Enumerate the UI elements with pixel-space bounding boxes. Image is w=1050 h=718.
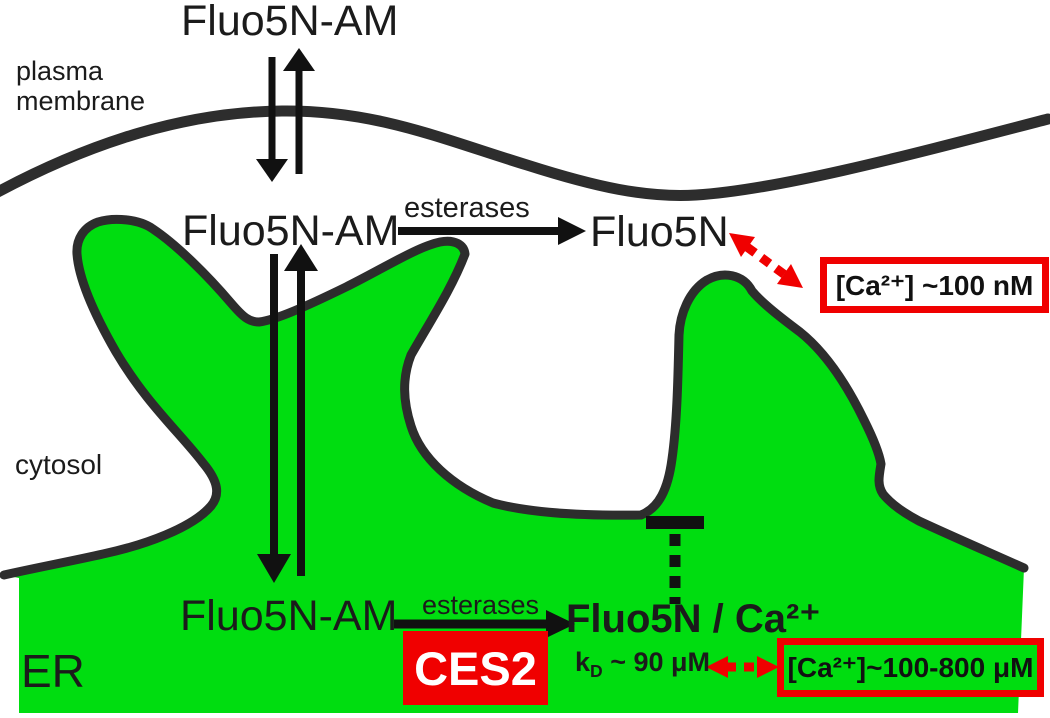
er-esterase-arrow	[394, 610, 575, 638]
kd-value: ~ 90 μM	[602, 647, 711, 677]
esterases-label-cytosol: esterases	[404, 192, 530, 224]
fluo5n-label-cytosol: Fluo5N	[590, 208, 729, 256]
ca-concentration-box-er: [Ca²⁺]~100-800 μM	[777, 638, 1044, 697]
cytosol-region-label: cytosol	[15, 449, 103, 480]
kd-symbol: k	[575, 647, 591, 677]
ca-concentration-box-cytosol: [Ca²⁺] ~100 nM	[820, 257, 1049, 313]
plasma-transport-arrow-up	[283, 48, 315, 174]
inhibition-tbar	[646, 516, 704, 604]
ca-concentration-er-text: [Ca²⁺]~100-800 μM	[787, 652, 1034, 683]
kd-subscript: D	[590, 661, 603, 682]
cytosol-esterase-arrow	[398, 217, 586, 245]
ces2-enzyme-label: CES2	[414, 641, 537, 695]
kd-affinity-label: kD ~ 90 μM	[575, 647, 711, 681]
dye-label-cytosol: Fluo5N-AM	[182, 207, 400, 255]
ca-concentration-cytosol-text: [Ca²⁺] ~100 nM	[835, 269, 1034, 301]
dye-label-er: Fluo5N-AM	[180, 592, 398, 640]
dye-label-extracellular: Fluo5N-AM	[181, 0, 399, 45]
er-region-fill	[4, 219, 1024, 713]
plasma-membrane-label-line2: membrane	[16, 86, 146, 117]
esterases-label-er: esterases	[422, 590, 540, 620]
ca-exchange-arrow-er	[706, 656, 779, 678]
plasma-membrane-label: plasma membrane	[16, 56, 145, 116]
er-transport-arrow-down	[257, 254, 291, 583]
fluo5n-ca-product-label: Fluo5N / Ca²⁺	[566, 597, 821, 641]
ca-exchange-arrow-cytosol	[729, 233, 803, 288]
er-transport-arrow-up	[284, 244, 318, 576]
plasma-membrane-line	[0, 105, 1050, 201]
er-region-label: ER	[21, 645, 85, 697]
er-membrane-line	[0, 214, 1029, 580]
plasma-transport-arrow-down	[256, 57, 288, 182]
ces2-enzyme-box: CES2	[403, 631, 548, 705]
plasma-membrane-label-line1: plasma	[16, 56, 104, 86]
